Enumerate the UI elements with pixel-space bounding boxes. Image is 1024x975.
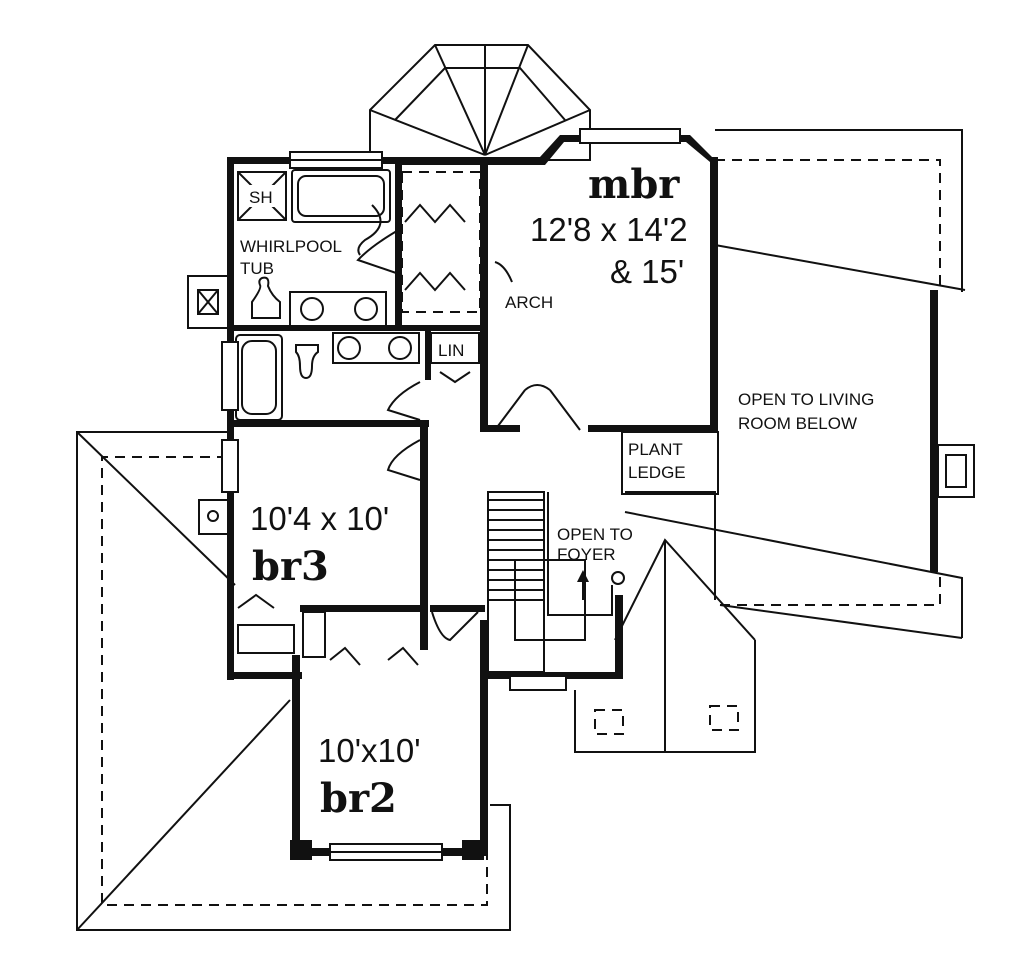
vent	[198, 499, 230, 535]
labels: mbr 12'8 x 14'2 & 15' ARCH PLANT LEDGE O…	[250, 161, 874, 822]
chimney-left	[187, 275, 229, 329]
open-foyer-1: OPEN TO	[557, 525, 633, 544]
windows	[221, 128, 681, 861]
roof-outlines	[76, 129, 966, 931]
whirlpool-label-2: TUB	[240, 259, 274, 278]
open-foyer-2: FOYER	[557, 545, 616, 564]
vanity-1	[289, 291, 387, 327]
plant-ledge-2: LEDGE	[628, 463, 686, 482]
bath-fixtures: SH WHIRLPOOL TUB LIN	[235, 169, 480, 421]
br3-dims: 10'4 x 10'	[250, 500, 389, 537]
mbr-dims-2: & 15'	[610, 253, 684, 290]
stairs	[487, 431, 719, 673]
whirlpool-tub	[291, 169, 391, 223]
linen-closet	[430, 332, 480, 364]
plant-ledge-1: PLANT	[628, 440, 683, 459]
shower-label: SH	[249, 188, 273, 207]
linen-label: LIN	[438, 341, 464, 360]
mbr-dims-1: 12'8 x 14'2	[530, 211, 688, 248]
br3-title: br3	[252, 543, 329, 590]
chimneys	[187, 275, 975, 735]
br2-title: br2	[320, 775, 397, 822]
open-living-1: OPEN TO LIVING	[738, 390, 874, 409]
vanity-2	[332, 332, 420, 364]
toilet-1	[251, 276, 281, 319]
doors	[237, 171, 581, 666]
toilet-2	[295, 344, 319, 380]
shower	[237, 171, 287, 221]
whirlpool-label-1: WHIRLPOOL	[240, 237, 342, 256]
chimney-right	[937, 444, 975, 498]
interior-walls	[234, 160, 718, 650]
br2-dims: 10'x10'	[318, 732, 421, 769]
mbr-title: mbr	[588, 161, 680, 208]
arch-label: ARCH	[505, 293, 553, 312]
open-living-2: ROOM BELOW	[738, 414, 857, 433]
